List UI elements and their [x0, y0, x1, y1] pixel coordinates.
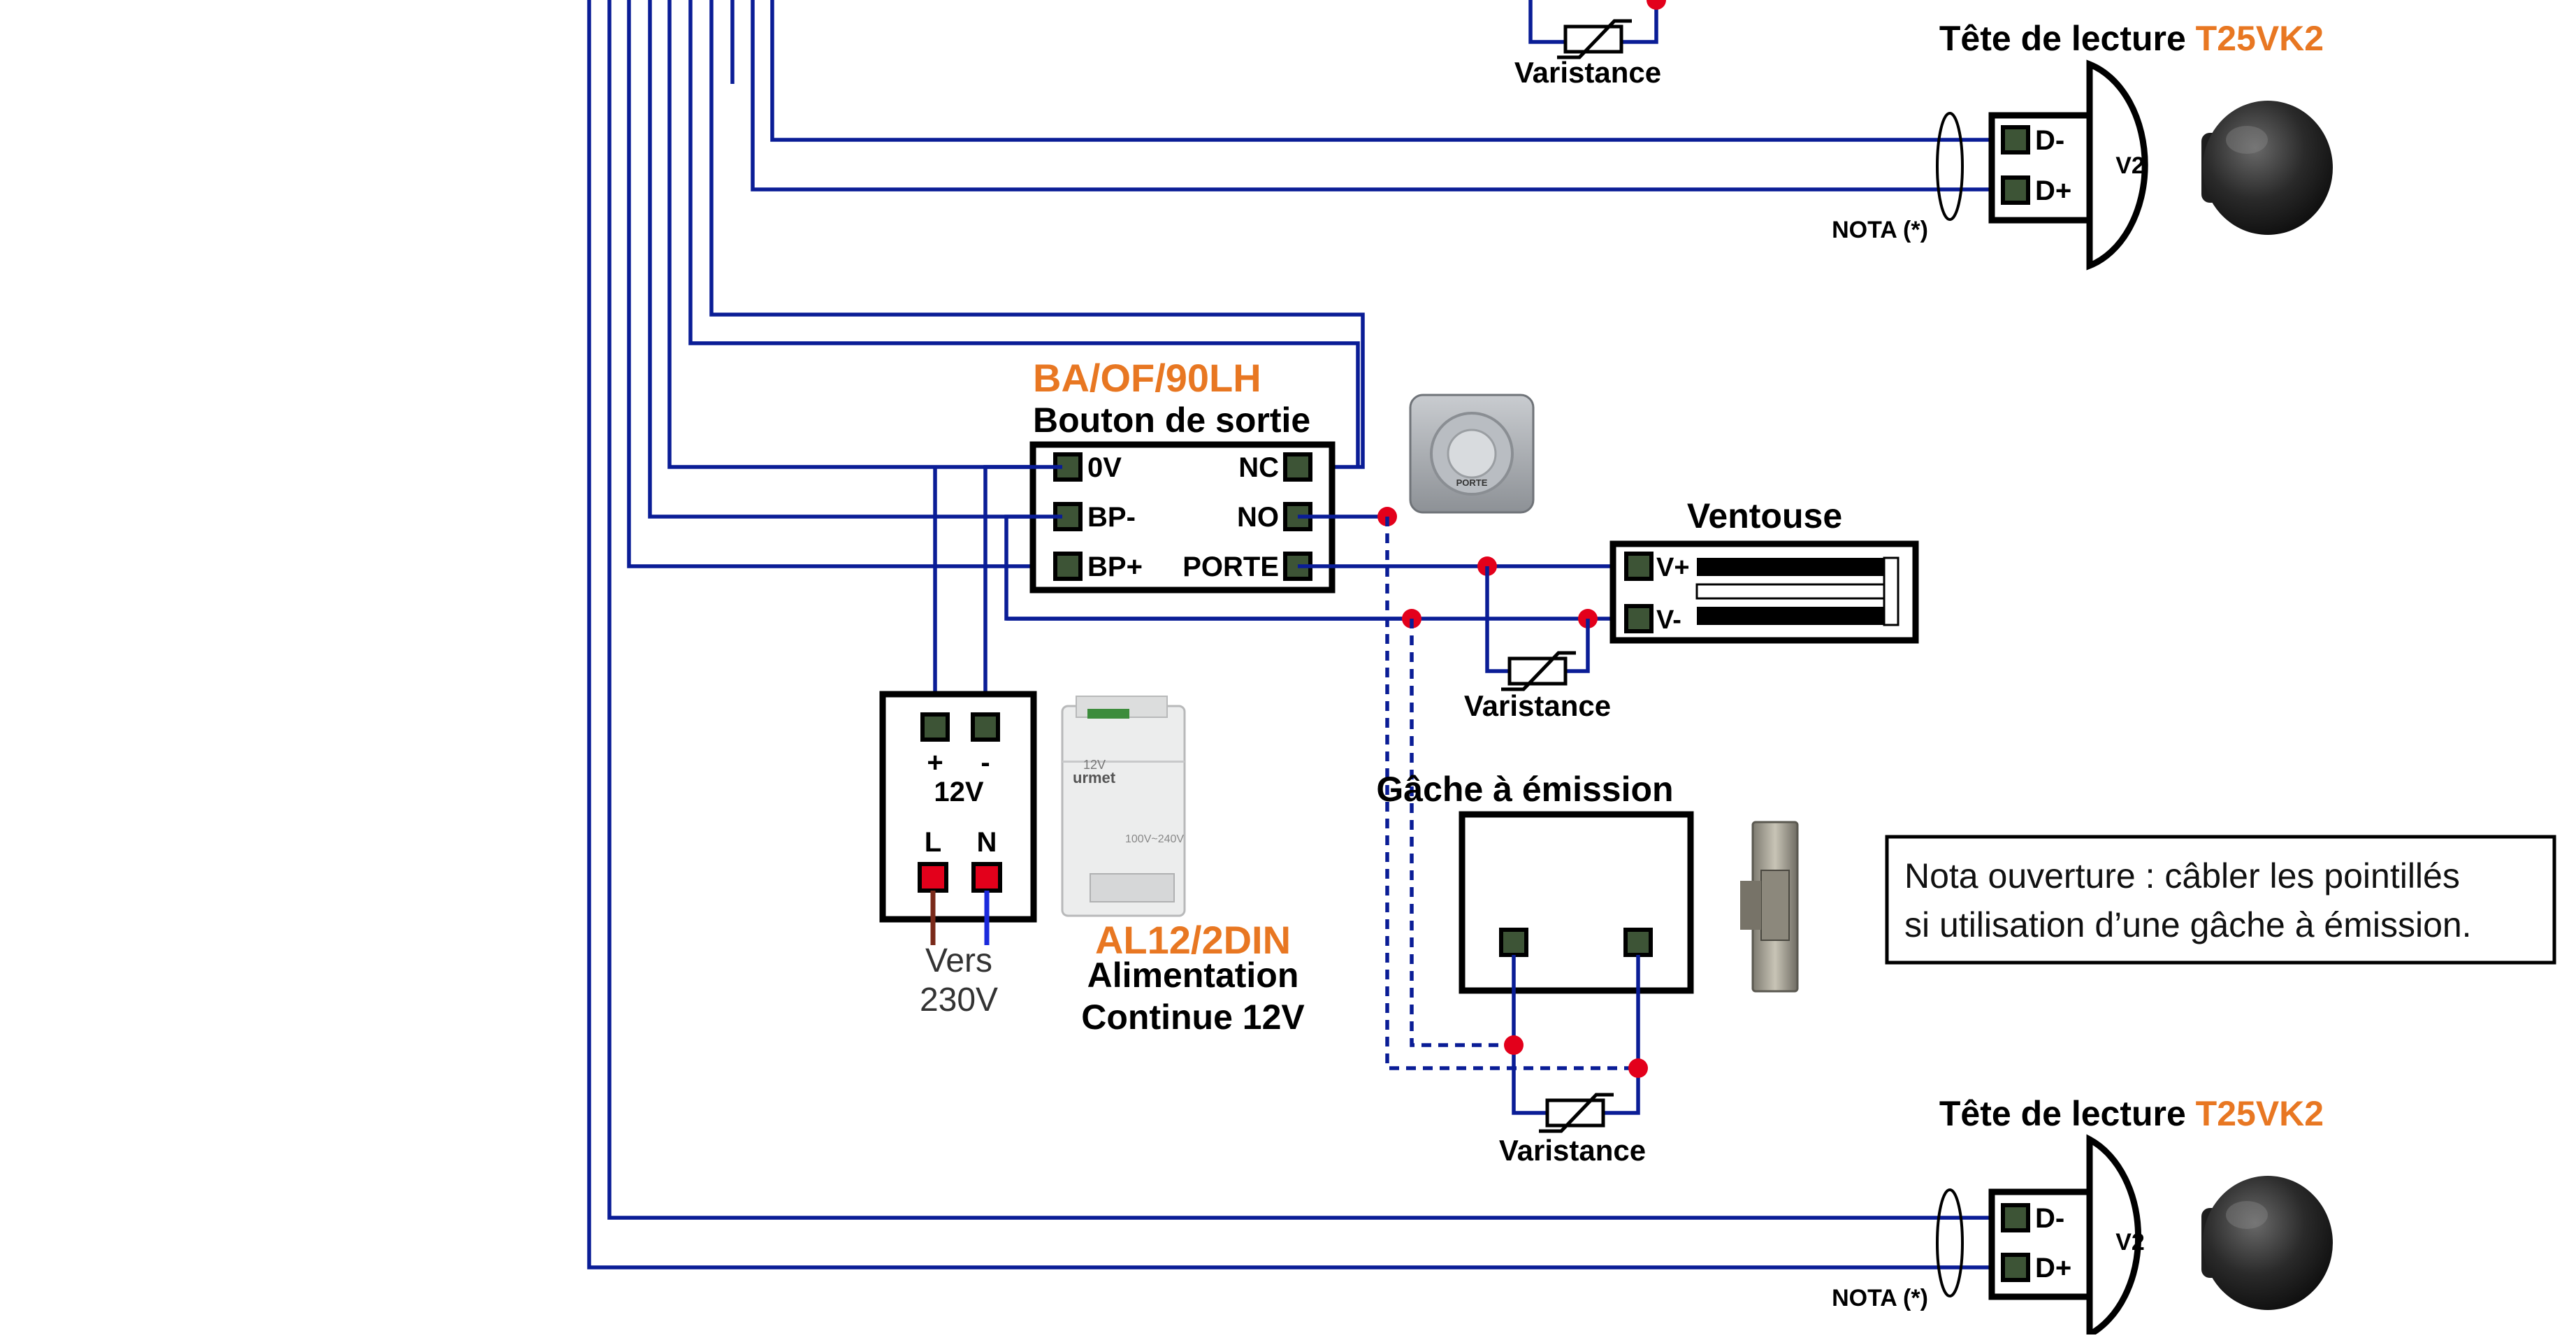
exit-label-no: NO — [1237, 502, 1279, 533]
exit-term-bpplus — [1053, 552, 1083, 581]
psu-voltage: 12V — [934, 777, 983, 807]
gache-wiring: Varistance — [1499, 955, 1648, 1167]
ventouse-term-vminus — [1624, 604, 1654, 633]
exit-button-box — [1029, 441, 1336, 594]
ventouse-label-vplus: V+ — [1656, 553, 1690, 582]
note-line-1: Nota ouverture : câbler les pointillés — [1904, 856, 2460, 895]
reader-top-photo — [2201, 101, 2333, 235]
exit-button-photo-text: PORTE — [1456, 477, 1488, 488]
psu-term-l — [918, 862, 948, 893]
reader-bottom-body-label: V2 — [2115, 1229, 2145, 1256]
ventouse-title: Ventouse — [1687, 496, 1842, 535]
exit-button-title: Bouton de sortie — [1033, 401, 1310, 440]
exit-button-model: BA/OF/90LH — [1033, 356, 1261, 400]
exit-label-nc: NC — [1238, 452, 1279, 483]
ventouse-label-vminus: V- — [1656, 605, 1681, 635]
varistance-top-label: Varistance — [1514, 56, 1661, 89]
exit-button-photo: PORTE — [1409, 394, 1535, 514]
cable-shield-top — [1936, 112, 1964, 221]
psu-photo-v: 12V — [1083, 758, 1106, 772]
reader-bottom-term-dminus — [2001, 1203, 2030, 1232]
note-line-2: si utilisation d’une gâche à émission. — [1904, 905, 2472, 944]
psu-minus-label: - — [981, 747, 990, 778]
exit-label-0v: 0V — [1087, 452, 1122, 483]
reader-bottom-dminus-label: D- — [2035, 1203, 2064, 1234]
exit-label-porte: PORTE — [1182, 552, 1279, 582]
psu-n-label: N — [977, 827, 997, 858]
psu-photo: urmet 12V 100V~240V — [1061, 696, 1186, 917]
psu-term-n — [971, 862, 1002, 893]
exit-label-bpplus: BP+ — [1087, 552, 1143, 582]
reader-bottom-term-dplus — [2001, 1253, 2030, 1282]
reader-top-term-dminus — [2001, 125, 2030, 154]
psu-mains: 230V — [920, 981, 998, 1019]
exit-button-block: BA/OF/90LH Bouton de sortie 0V BP- BP+ N… — [1029, 356, 1535, 594]
psu-plus-label: + — [927, 747, 943, 778]
psu-desc2: Continue 12V — [1081, 998, 1305, 1037]
reader-bottom-photo — [2201, 1176, 2333, 1310]
varistance-mid: Varistance — [1464, 566, 1611, 722]
note-box: Nota ouverture : câbler les pointillés s… — [1885, 835, 2556, 965]
reader-top-dminus-label: D- — [2035, 125, 2064, 156]
exit-label-bpminus: BP- — [1087, 502, 1136, 533]
reader-top-body-label: V2 — [2115, 152, 2145, 179]
reader-top-dplus-label: D+ — [2035, 175, 2071, 206]
bus-wires — [587, 0, 1992, 1269]
psu-vers: Vers — [925, 942, 992, 979]
reader-top-title: Tête de lecture T25VK2 — [1939, 19, 2324, 58]
reader-top-term-dplus — [2001, 175, 2030, 205]
varistance-top: Varistance — [1514, 0, 1666, 89]
reader-bottom: Tête de lecture T25VK2 D- D+ V2 NOTA (*) — [1832, 1094, 2333, 1338]
psu-block: + - 12V L N Vers 230V urmet 12V 100V~240… — [879, 691, 1305, 1037]
gache-term-1 — [1499, 928, 1528, 957]
varistance-bottom-label: Varistance — [1499, 1134, 1646, 1167]
gache-photo — [1740, 821, 1799, 993]
gache-block: Gâche à émission — [1376, 770, 1799, 994]
psu-photo-text: 100V~240V — [1125, 833, 1184, 845]
ventouse-term-vplus — [1624, 552, 1654, 581]
psu-term-minus — [971, 712, 1000, 742]
psu-l-label: L — [925, 827, 941, 858]
reader-top: Tête de lecture T25VK2 D- D+ V2 NOTA (*) — [1832, 19, 2333, 271]
reader-bottom-nota: NOTA (*) — [1832, 1285, 1928, 1311]
reader-bottom-title: Tête de lecture T25VK2 — [1939, 1094, 2324, 1133]
psu-model: AL12/2DIN — [1095, 918, 1291, 962]
gache-box — [1459, 811, 1694, 994]
varistance-mid-label: Varistance — [1464, 689, 1611, 722]
psu-desc1: Alimentation — [1087, 956, 1299, 995]
psu-photo-brand: urmet — [1073, 769, 1116, 786]
cable-shield-bottom — [1936, 1188, 1964, 1297]
reader-bottom-dplus-label: D+ — [2035, 1253, 2071, 1283]
gache-term-2 — [1623, 928, 1653, 957]
gache-title: Gâche à émission — [1376, 770, 1673, 809]
reader-top-nota: NOTA (*) — [1832, 217, 1928, 243]
exit-term-nc — [1283, 452, 1312, 482]
psu-term-plus — [920, 712, 950, 742]
psu-box — [879, 691, 1037, 923]
ventouse-block: Ventouse V+ V- — [1609, 496, 1919, 644]
